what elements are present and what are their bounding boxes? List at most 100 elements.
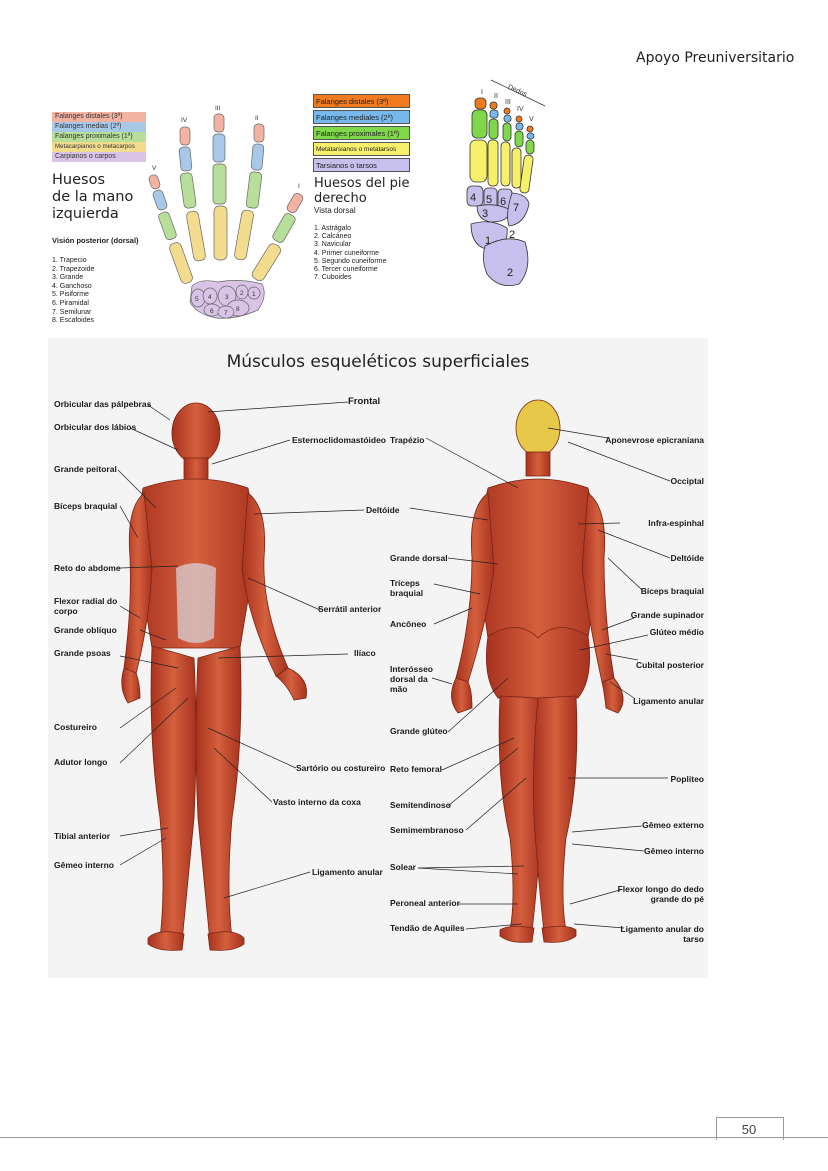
muscle-label: Costureiro	[54, 722, 97, 732]
list-item: 6. Piramidal	[52, 299, 89, 307]
tarsal-number: 3	[482, 208, 488, 220]
foot-title-line: Huesos del pie	[314, 176, 410, 191]
list-item: 4. Primer cuneiforme	[314, 249, 379, 257]
muscle-label: Ligamento anular	[312, 867, 383, 877]
carpal-number: 8	[236, 306, 240, 313]
finger-numeral: IV	[181, 117, 188, 124]
hand-title-line: Huesos	[52, 172, 105, 188]
muscle-label: Deltóide	[670, 553, 704, 563]
muscle-label: Grande peitoral	[54, 464, 117, 474]
muscle-label: braquial	[390, 588, 424, 598]
muscle-label: Interósseo	[390, 664, 433, 674]
foot-title-line: derecho	[314, 191, 367, 206]
muscle-label: Solear	[390, 862, 416, 872]
list-item: 8. Escafoides	[52, 317, 95, 325]
foot-bones-illustration: Dedos I II III	[466, 79, 546, 287]
muscle-label: Adutor longo	[54, 757, 108, 767]
muscle-label: Orbicular dos lábios	[54, 422, 137, 432]
finger-numeral: III	[215, 105, 221, 112]
muscle-label: Glúteo médio	[649, 627, 704, 637]
muscle-label: Cubital posterior	[635, 660, 704, 670]
carpal-number: 7	[224, 310, 228, 317]
muscle-label: Gêmeo externo	[642, 820, 704, 830]
muscle-label: Esternoclidomastóideo	[292, 435, 386, 445]
muscle-label: Semimembranoso	[390, 825, 464, 835]
list-item: 2. Calcáneo	[314, 233, 352, 241]
page-header-title: Apoyo Preuniversitario	[636, 50, 795, 66]
back-body	[451, 399, 624, 943]
list-item: 7. Semilunar	[52, 308, 92, 316]
list-item: 1. Trapecio	[52, 257, 87, 264]
muscle-label: Infra-espinhal	[648, 518, 704, 528]
tarsal-number: 6	[500, 196, 506, 208]
list-item: 1. Astrágalo	[314, 225, 351, 232]
muscles-title: Músculos esqueléticos superficiales	[226, 352, 530, 372]
muscle-label: Frontal	[348, 396, 381, 407]
muscle-label: tarso	[683, 934, 704, 944]
muscle-label: Ligamento anular	[633, 696, 704, 706]
foot-title: Huesos del pie derecho	[314, 176, 410, 206]
hand-bones-illustration: V IV III II I 1 2 3 4 5 6 7 8	[148, 105, 304, 319]
hand-legend-medial: Falanges medias (2ª)	[52, 122, 146, 132]
muscle-label: Grande supinador	[630, 610, 704, 620]
footer-divider	[0, 1137, 828, 1138]
muscle-label: Reto do abdome	[54, 563, 121, 573]
toe-numeral: II	[494, 93, 498, 100]
muscle-label: Popliteo	[670, 774, 704, 784]
muscle-label: Semitendinoso	[390, 800, 451, 810]
finger-numeral: II	[255, 115, 259, 122]
muscle-label: Sartório ou costureiro	[296, 763, 386, 773]
carpal-number: 3	[225, 294, 229, 301]
toes-label: Dedos	[507, 84, 529, 99]
muscle-label: Reto femoral	[390, 764, 442, 774]
carpal-number: 2	[240, 290, 244, 297]
tarsal-number: 2	[507, 267, 513, 279]
muscle-label: Orbicular das pálpebras	[54, 399, 152, 409]
muscle-label: Tibial anterior	[54, 831, 111, 841]
foot-legend-metatarsal: Metatarsianos o metatarsos	[313, 142, 410, 156]
hand-carpal-list: 1. Trapecio 2. Trapezoide 3. Grande 4. G…	[52, 257, 94, 326]
hand-legend-distal: Falanges distales (3ª)	[52, 112, 146, 122]
list-item: 7. Cuboides	[314, 274, 352, 282]
muscle-label: mão	[390, 684, 408, 694]
muscle-label: Vasto interno da coxa	[273, 797, 361, 807]
muscles-figure: Músculos esqueléticos superficiales	[48, 338, 708, 978]
muscle-label: Bíceps braquial	[640, 586, 704, 596]
foot-legend-distal: Falanges distales (3ª)	[313, 94, 410, 108]
finger-numeral: I	[298, 183, 300, 190]
muscle-label: grande do pé	[650, 894, 704, 904]
muscle-label: Grande psoas	[54, 648, 111, 658]
muscle-label: Flexor radial do	[54, 596, 118, 606]
muscle-label: Tendão de Aquiles	[390, 923, 465, 933]
carpal-number: 1	[252, 291, 256, 298]
muscle-label: Ilíaco	[354, 648, 376, 658]
page-number-box	[716, 1117, 784, 1140]
muscle-label: Grande glúteo	[390, 726, 448, 736]
carpal-number: 5	[195, 296, 199, 303]
toe-numeral: I	[481, 89, 483, 96]
tarsal-number: 4	[470, 192, 476, 204]
muscle-label: Deltóide	[366, 505, 400, 515]
foot-legend-proximal: Falanges proximales (1ª)	[313, 126, 410, 140]
tarsal-number: 1	[485, 235, 491, 247]
muscle-label: Gêmeo interno	[644, 846, 704, 856]
hand-title-line: izquierda	[52, 206, 119, 222]
toe-numeral: IV	[517, 106, 524, 113]
muscle-label: Bíceps braquial	[54, 501, 118, 511]
foot-legend-tarsal: Tarsianos o tarsos	[313, 158, 410, 172]
tarsal-number: 7	[513, 202, 519, 214]
tarsal-number: 5	[486, 194, 492, 206]
list-item: 3. Grande	[52, 274, 84, 282]
list-item: 5. Pisiforme	[52, 291, 89, 299]
foot-legend-medial: Falanges mediales (2ª)	[313, 110, 410, 124]
muscle-label: Ligamento anular do	[620, 924, 704, 934]
hand-legend-proximal: Falanges proximales (1ª)	[52, 132, 146, 142]
foot-tarsal-list: 1. Astrágalo 2. Calcáneo 3. Navicular 4.…	[314, 225, 386, 282]
muscle-label: Grande dorsal	[390, 553, 448, 563]
carpal-number: 4	[208, 294, 212, 301]
toe-numeral: V	[529, 116, 534, 123]
muscle-label: Flexor longo do dedo	[617, 884, 704, 894]
muscle-bodies-illustration	[117, 399, 671, 951]
finger-numeral: V	[152, 165, 157, 172]
muscle-label: Gêmeo interno	[54, 860, 114, 870]
